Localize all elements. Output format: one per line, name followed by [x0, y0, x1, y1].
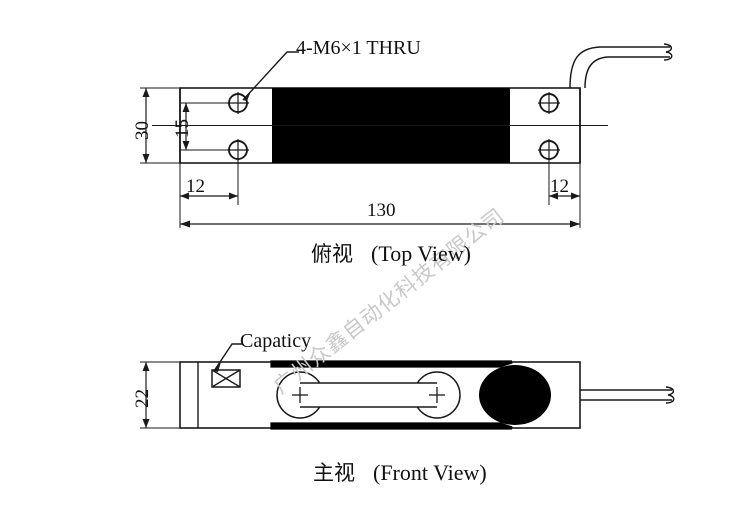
- top-view-hole-right-upper: [538, 92, 560, 114]
- dimension-12-left-group: [179, 159, 239, 205]
- front-view-cable: [580, 386, 675, 404]
- top-view-hole-left-upper: [227, 92, 249, 114]
- front-view-beam-bottom-strip: [270, 422, 513, 430]
- dimension-15-group: [180, 102, 232, 151]
- dimension-22-group: [140, 361, 182, 429]
- top-view-note-leader: [242, 51, 299, 101]
- front-view-capacity-marker: [211, 369, 241, 388]
- dimension-30-group: [140, 87, 182, 164]
- front-view-capacity-leader: [213, 343, 243, 372]
- dimension-12-right-group: [548, 159, 581, 205]
- front-view-group: [140, 343, 675, 430]
- front-view-sealing-blob: [479, 365, 551, 425]
- top-view-hole-right-lower: [538, 139, 560, 161]
- top-view-group: [140, 43, 673, 228]
- front-view-spring-element: [276, 371, 461, 419]
- front-view-beam-top-strip: [270, 360, 513, 368]
- top-view-cable: [569, 43, 673, 89]
- dimension-130-group: [179, 205, 581, 228]
